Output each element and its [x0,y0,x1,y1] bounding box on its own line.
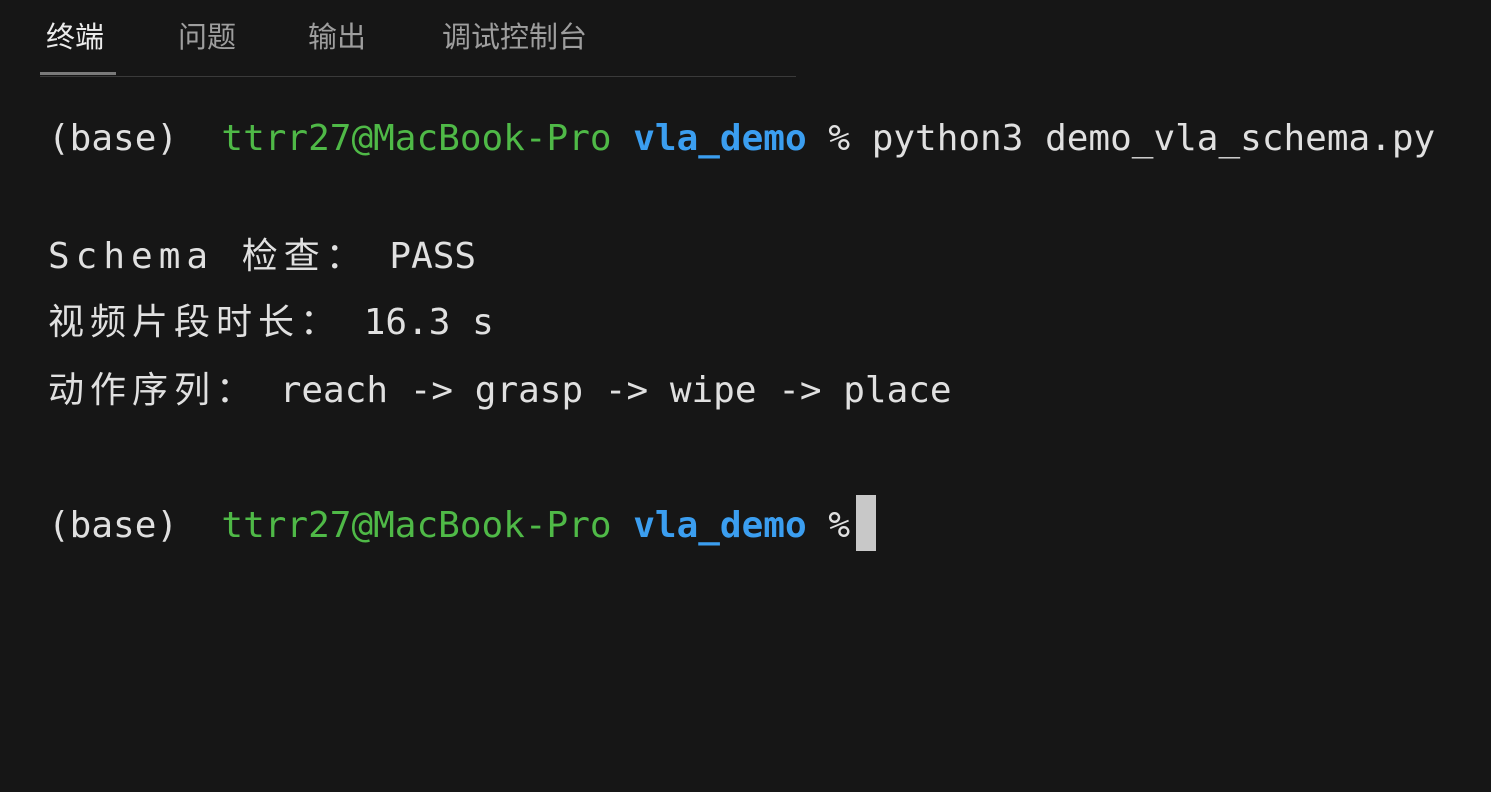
current-directory: vla_demo [633,505,807,546]
prompt-symbol: % [828,118,850,159]
user-host: ttrr27@MacBook-Pro [221,118,612,159]
prompt-line-1: (base) ttrr27@MacBook-Pro vla_demo % pyt… [48,115,1435,163]
tab-output[interactable]: 输出 [308,20,367,54]
panel-tab-bar: 终端 问题 输出 调试控制台 [40,0,796,77]
tab-problems[interactable]: 问题 [178,20,237,54]
current-directory: vla_demo [633,118,807,159]
prompt-line-2: (base) ttrr27@MacBook-Pro vla_demo % [48,495,876,551]
terminal-cursor[interactable] [856,495,876,551]
output-label: Schema 检查： [48,236,368,277]
active-tab-indicator [40,72,116,75]
output-label: 视频片段时长： [48,302,343,343]
output-label: 动作序列： [48,370,259,411]
user-host: ttrr27@MacBook-Pro [221,505,612,546]
prompt-symbol: % [828,505,850,546]
output-value: PASS [389,236,477,277]
output-line-actions: 动作序列： reach -> grasp -> wipe -> place [48,367,952,415]
terminal-output-area[interactable]: (base) ttrr27@MacBook-Pro vla_demo % pyt… [48,0,1491,792]
output-value: 16.3 s [363,302,494,343]
output-line-schema: Schema 检查： PASS [48,233,476,281]
output-value: reach -> grasp -> wipe -> place [279,370,952,411]
output-line-duration: 视频片段时长： 16.3 s [48,299,494,347]
tab-debug-console[interactable]: 调试控制台 [442,20,588,54]
command-text: python3 demo_vla_schema.py [871,118,1436,159]
conda-env: (base) [48,118,179,159]
tab-terminal[interactable]: 终端 [46,20,105,54]
conda-env: (base) [48,505,179,546]
